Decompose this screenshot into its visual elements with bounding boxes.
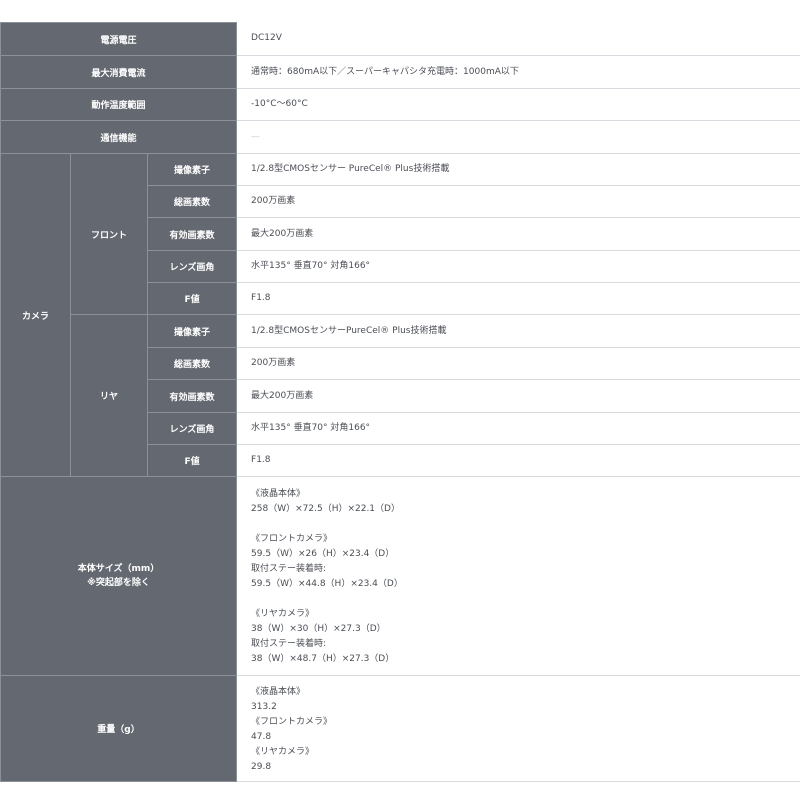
label-rear: リヤ: [70, 314, 148, 477]
weight-line: 《フロントカメラ》: [251, 717, 333, 727]
weight-line: 47.8: [251, 732, 272, 742]
label-front-total-pixels: 総画素数: [146, 185, 238, 218]
value-comm: —: [236, 120, 800, 154]
row-rear-lens-angle: レンズ画角 水平135° 垂直70° 対角166°: [1, 412, 800, 445]
row-size: 本体サイズ（mm） ※突起部を除く 《液晶本体》 258（W）×72.5（H）×…: [0, 476, 800, 676]
weight-line: 《液晶本体》: [251, 687, 306, 697]
value-voltage: DC12V: [236, 22, 800, 56]
value-front-fnum: F1.8: [236, 282, 800, 315]
label-front-effective-pixels: 有効画素数: [146, 217, 238, 251]
value-rear-lens-angle: 水平135° 垂直70° 対角166°: [236, 412, 800, 445]
label-temp: 動作温度範囲: [0, 88, 238, 121]
value-weight: 《液晶本体》 313.2 《フロントカメラ》 47.8 《リヤカメラ》 29.8: [236, 675, 800, 782]
value-front-sensor: 1/2.8型CMOSセンサー PureCel® Plus技術搭載: [236, 153, 800, 186]
size-label: 本体サイズ（mm）: [77, 564, 160, 574]
row-weight: 重量（g） 《液晶本体》 313.2 《フロントカメラ》 47.8 《リヤカメラ…: [0, 675, 800, 782]
size-line: 258（W）×72.5（H）×22.1（D）: [251, 504, 400, 514]
size-line: 《リヤカメラ》: [251, 609, 315, 619]
label-size: 本体サイズ（mm） ※突起部を除く: [0, 476, 238, 676]
spacer: [251, 517, 800, 532]
size-line: 59.5（W）×26（H）×23.4（D）: [251, 549, 395, 559]
value-front-effective-pixels: 最大200万画素: [236, 217, 800, 251]
size-line: 59.5（W）×44.8（H）×23.4（D）: [251, 579, 403, 589]
size-note: ※突起部を除く: [87, 578, 150, 588]
size-line: 《液晶本体》: [251, 489, 306, 499]
label-rear-total-pixels: 総画素数: [146, 347, 238, 380]
value-rear-fnum: F1.8: [236, 444, 800, 477]
row-current: 最大消費電流 通常時：680mA以下／スーパーキャパシタ充電時：1000mA以下: [0, 55, 800, 89]
label-front-fnum: F値: [146, 282, 238, 315]
size-line: 《フロントカメラ》: [251, 534, 333, 544]
spacer: [251, 592, 800, 607]
row-temp: 動作温度範囲 -10°C～60°C: [0, 88, 800, 121]
label-weight: 重量（g）: [0, 675, 238, 782]
value-temp: -10°C～60°C: [236, 88, 800, 121]
spec-table: 電源電圧 DC12V 最大消費電流 通常時：680mA以下／スーパーキャパシタ充…: [0, 22, 800, 782]
value-front-lens-angle: 水平135° 垂直70° 対角166°: [236, 250, 800, 283]
row-rear-fnum: F値 F1.8: [1, 444, 800, 477]
row-comm: 通信機能 —: [0, 120, 800, 154]
label-rear-lens-angle: レンズ画角: [146, 412, 238, 445]
row-rear-effective-pixels: 有効画素数 最大200万画素: [1, 379, 800, 413]
row-front-sensor: カメラ フロント 撮像素子 1/2.8型CMOSセンサー PureCel® Pl…: [0, 153, 800, 477]
label-rear-fnum: F値: [146, 444, 238, 477]
weight-line: 《リヤカメラ》: [251, 747, 315, 757]
weight-line: 29.8: [251, 762, 272, 772]
label-current: 最大消費電流: [0, 55, 238, 89]
weight-line: 313.2: [251, 702, 277, 712]
row-rear-total-pixels: 総画素数 200万画素: [1, 347, 800, 380]
value-rear-effective-pixels: 最大200万画素: [236, 379, 800, 413]
label-front-sensor: 撮像素子: [146, 153, 238, 186]
row-front-total-pixels: 総画素数 200万画素: [1, 185, 800, 218]
label-camera: カメラ: [0, 153, 71, 477]
row-front-effective-pixels: 有効画素数 最大200万画素: [1, 217, 800, 251]
size-line: 38（W）×30（H）×27.3（D）: [251, 624, 386, 634]
label-comm: 通信機能: [0, 120, 238, 154]
size-line: 38（W）×48.7（H）×27.3（D）: [251, 654, 395, 664]
value-rear-total-pixels: 200万画素: [236, 347, 800, 380]
value-size: 《液晶本体》 258（W）×72.5（H）×22.1（D） 《フロントカメラ》 …: [236, 476, 800, 676]
label-rear-effective-pixels: 有効画素数: [146, 379, 238, 413]
row-voltage: 電源電圧 DC12V: [0, 22, 800, 56]
row-front-fnum: F値 F1.8: [1, 282, 800, 315]
row-front-lens-angle: レンズ画角 水平135° 垂直70° 対角166°: [1, 250, 800, 283]
value-rear-sensor: 1/2.8型CMOSセンサーPureCel® Plus技術搭載: [236, 314, 800, 348]
value-front-total-pixels: 200万画素: [236, 185, 800, 218]
label-rear-sensor: 撮像素子: [146, 314, 238, 348]
label-voltage: 電源電圧: [0, 22, 238, 56]
label-front-lens-angle: レンズ画角: [146, 250, 238, 283]
row-rear-sensor: リヤ 撮像素子 1/2.8型CMOSセンサーPureCel® Plus技術搭載: [1, 314, 800, 477]
value-current: 通常時：680mA以下／スーパーキャパシタ充電時：1000mA以下: [236, 55, 800, 89]
size-line: 取付ステー装着時:: [251, 564, 327, 574]
size-line: 取付ステー装着時:: [251, 639, 327, 649]
label-front: フロント: [70, 153, 148, 315]
